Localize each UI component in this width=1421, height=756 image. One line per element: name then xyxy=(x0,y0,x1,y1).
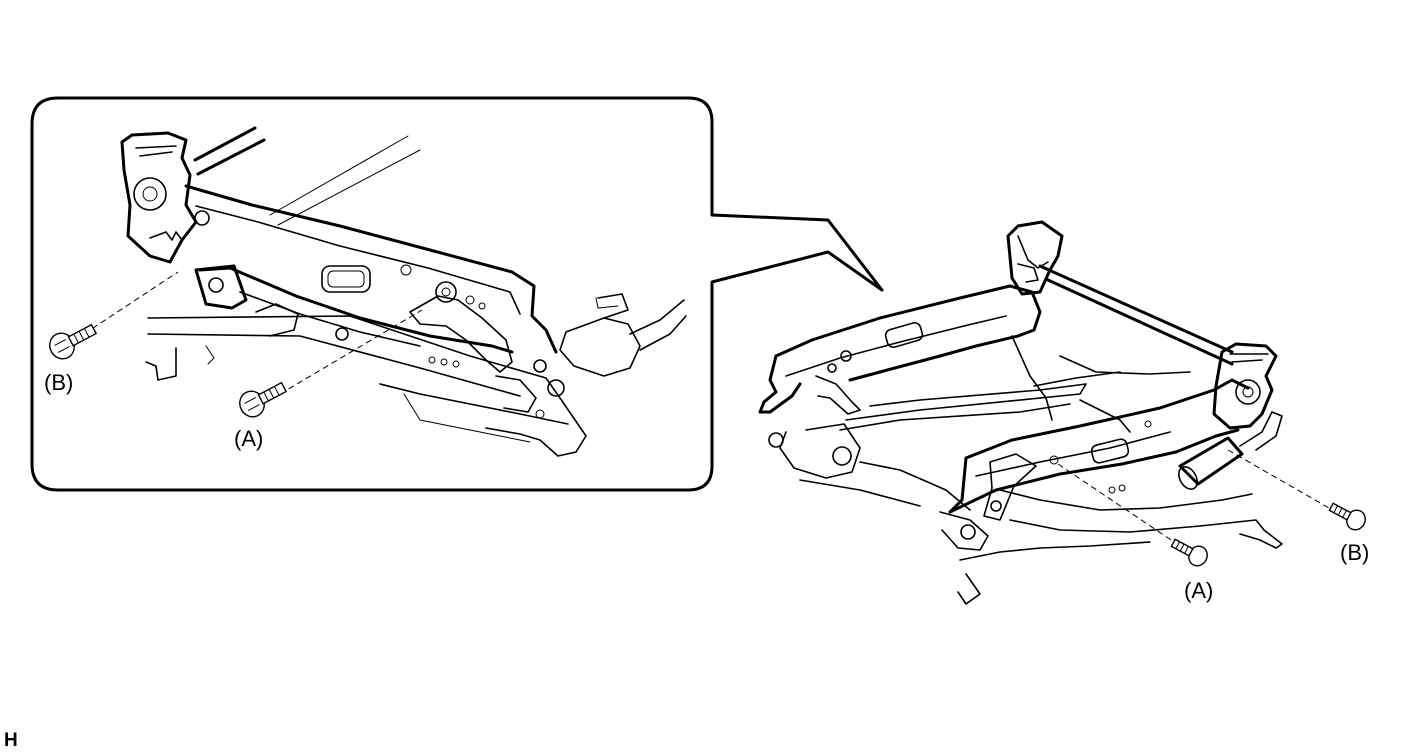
page-code: H xyxy=(4,730,18,751)
detail-seat-frame xyxy=(83,126,687,457)
bolt-icon xyxy=(49,323,98,360)
main-seat-frame xyxy=(758,220,1337,605)
label-detail-a: (A) xyxy=(234,426,264,451)
bolt-icon xyxy=(1328,502,1366,531)
label-detail-b: (B) xyxy=(44,370,74,395)
detail-callout-frame xyxy=(30,96,884,492)
bolt-icon xyxy=(1170,538,1208,567)
label-main-a: (A) xyxy=(1184,578,1214,603)
bolt-icon xyxy=(239,381,288,418)
label-main-b: (B) xyxy=(1340,540,1370,565)
